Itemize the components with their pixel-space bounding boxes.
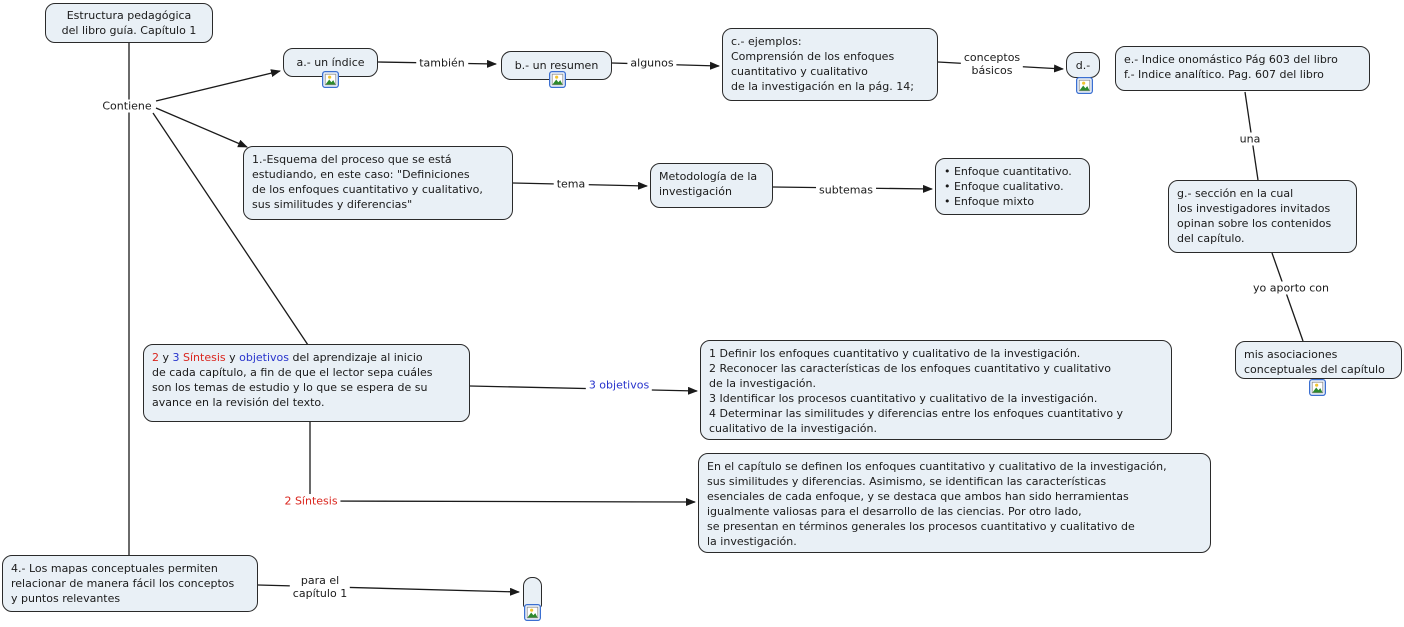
node-c-ejemplos[interactable]: c.- ejemplos: Comprensión de los enfoque… [722,28,938,101]
node-d[interactable]: d.- [1066,52,1100,78]
link-3-objetivos[interactable]: 3 objetivos [585,378,653,392]
node-mis-asociaciones-text: mis asociaciones conceptuales del capítu… [1244,348,1385,376]
node-b-resumen-text: b.- un resumen [514,59,599,72]
link-subtemas[interactable]: subtemas [816,183,876,197]
node-enfoques-lista[interactable]: • Enfoque cuantitativo. • Enfoque cualit… [935,158,1090,215]
node-objetivos-lista[interactable]: 1 Definir los enfoques cuantitativo y cu… [700,340,1172,440]
image-resource-icon[interactable] [1076,77,1093,94]
link-yo-aporto-con[interactable]: yo aporto con [1249,281,1333,295]
node-sintesis-parrafo-text: En el capítulo se definen los enfoques c… [707,460,1167,548]
link-una[interactable]: una [1236,132,1264,146]
image-resource-icon[interactable] [549,71,566,88]
node-esquema-text: 1.-Esquema del proceso que se está estud… [252,153,483,211]
node-sintesis-objetivos-text: 2 y 3 Síntesis y objetivos del aprendiza… [152,351,433,409]
link-tambien[interactable]: también [416,56,468,70]
node-ef-indices-text: e.- Indice onomástico Pág 603 del libro … [1124,53,1338,81]
node-esquema[interactable]: 1.-Esquema del proceso que se está estud… [243,146,513,220]
node-title[interactable]: Estructura pedagógica del libro guía. Ca… [45,3,213,43]
image-resource-icon[interactable] [322,71,339,88]
image-resource-icon[interactable] [524,604,541,621]
node-mapas-conceptuales[interactable]: 4.- Los mapas conceptuales permiten rela… [2,555,258,612]
link-contiene[interactable]: Contiene [99,99,155,113]
node-mapas-conceptuales-text: 4.- Los mapas conceptuales permiten rela… [11,562,235,605]
image-resource-icon[interactable] [1309,379,1326,396]
node-mis-asociaciones[interactable]: mis asociaciones conceptuales del capítu… [1235,341,1402,379]
node-a-indice-text: a.- un índice [296,56,365,69]
node-metodologia[interactable]: Metodología de la investigación [650,163,773,208]
node-sintesis-parrafo[interactable]: En el capítulo se definen los enfoques c… [698,453,1211,553]
node-d-text: d.- [1075,58,1091,72]
link-para-el-capitulo-1[interactable]: para el capítulo 1 [289,574,351,600]
node-g-seccion[interactable]: g.- sección en la cual los investigadore… [1168,180,1357,253]
link-tema[interactable]: tema [553,177,589,191]
node-enfoques-lista-text: • Enfoque cuantitativo. • Enfoque cualit… [944,165,1072,208]
link-algunos[interactable]: algunos [627,56,677,70]
node-metodologia-text: Metodología de la investigación [659,170,758,198]
node-sintesis-objetivos[interactable]: 2 y 3 Síntesis y objetivos del aprendiza… [143,344,470,422]
node-ef-indices[interactable]: e.- Indice onomástico Pág 603 del libro … [1115,46,1370,91]
node-objetivos-lista-text: 1 Definir los enfoques cuantitativo y cu… [709,347,1124,435]
link-2-sintesis[interactable]: 2 Síntesis [281,494,341,508]
link-conceptos-basicos[interactable]: conceptos básicos [960,51,1024,77]
node-g-seccion-text: g.- sección en la cual los investigadore… [1177,187,1332,245]
node-title-text: Estructura pedagógica del libro guía. Ca… [61,9,197,37]
node-c-ejemplos-text: c.- ejemplos: Comprensión de los enfoque… [731,35,914,93]
